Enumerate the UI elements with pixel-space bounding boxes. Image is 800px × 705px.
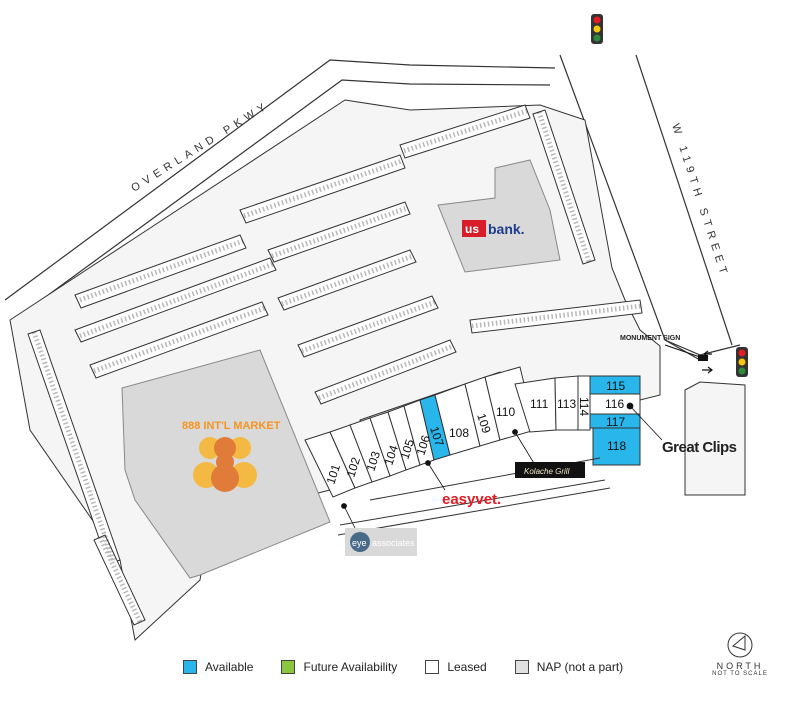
north-indicator: NORTH NOT TO SCALE — [700, 659, 780, 677]
us-bank-logo-name: bank. — [488, 221, 525, 237]
legend-available-swatch — [183, 660, 197, 674]
legend-nap-label: NAP (not a part) — [536, 660, 624, 674]
stall-ticks — [31, 108, 642, 624]
legend-leased: Leased — [425, 660, 487, 674]
unit-114-shape — [577, 375, 591, 431]
unit-113-label: 113 — [557, 397, 576, 411]
unit-118-shape — [592, 427, 641, 466]
legend-available: Available — [183, 660, 253, 674]
north-compass-icon — [727, 632, 753, 658]
tenant-pointers — [341, 402, 663, 529]
legend-available-label: Available — [205, 660, 254, 674]
monument-sign-label: MONUMENT SIGN — [620, 335, 680, 342]
legend-future-swatch — [281, 660, 296, 674]
legend-leased-label: Leased — [447, 660, 487, 674]
unit-109-label: 109 — [474, 412, 494, 436]
monument-sign-marker — [664, 344, 713, 374]
unit-106-label: 106 — [414, 433, 434, 457]
unit-111-label: 111 — [530, 397, 549, 411]
unit-117-label: 117 — [606, 415, 625, 429]
unit-118-label: 118 — [607, 439, 626, 453]
kolache-grill-name: Kolache Grill — [524, 467, 570, 476]
front-drive — [337, 381, 746, 536]
legend-nap-swatch — [514, 660, 529, 674]
market-logo-icon — [193, 437, 257, 492]
traffic-light-top — [591, 14, 603, 44]
map-legend: Available Future Availability Leased NAP… — [183, 657, 651, 677]
unit-108-label: 108 — [449, 426, 469, 440]
overland-pkwy-road — [4, 59, 556, 313]
w-119th-street-label: W 119TH STREET — [669, 122, 731, 280]
easyvet-logo: easyvet. — [442, 491, 501, 508]
traffic-light-right — [736, 347, 748, 377]
unit-104-label: 104 — [382, 443, 402, 467]
us-bank-building — [437, 159, 561, 273]
unit-103-label: 103 — [364, 449, 384, 473]
legend-future: Future Availability — [281, 660, 397, 674]
north-scale-note: NOT TO SCALE — [712, 671, 768, 677]
unit-107-label: 107 — [427, 425, 447, 449]
legend-leased-swatch — [425, 660, 440, 674]
unit-105-label: 105 — [398, 437, 418, 461]
unit-114-label: 114 — [577, 397, 591, 416]
unit-110-label: 110 — [496, 405, 515, 419]
legend-nap: NAP (not a part) — [514, 660, 624, 674]
us-bank-logo-us: us — [465, 222, 479, 236]
parking-stalls — [27, 104, 643, 626]
unit-101-label: 101 — [324, 462, 344, 486]
unit-102-label: 102 — [344, 455, 364, 479]
us-bank-logo: us bank. — [462, 220, 525, 237]
retail-strip — [304, 366, 641, 498]
eye-associates-eye: eye — [352, 538, 367, 548]
legend-future-label: Future Availability — [303, 660, 398, 674]
eye-associates-name: associates — [372, 538, 415, 548]
kolache-grill-logo — [515, 462, 585, 478]
unit-115-label: 115 — [606, 379, 625, 393]
unit-116-label: 116 — [605, 397, 624, 411]
market-name: 888 INT'L MARKET — [182, 420, 281, 432]
north-label: NORTH — [716, 661, 764, 671]
great-clips-logo: Great Clips — [662, 439, 737, 456]
